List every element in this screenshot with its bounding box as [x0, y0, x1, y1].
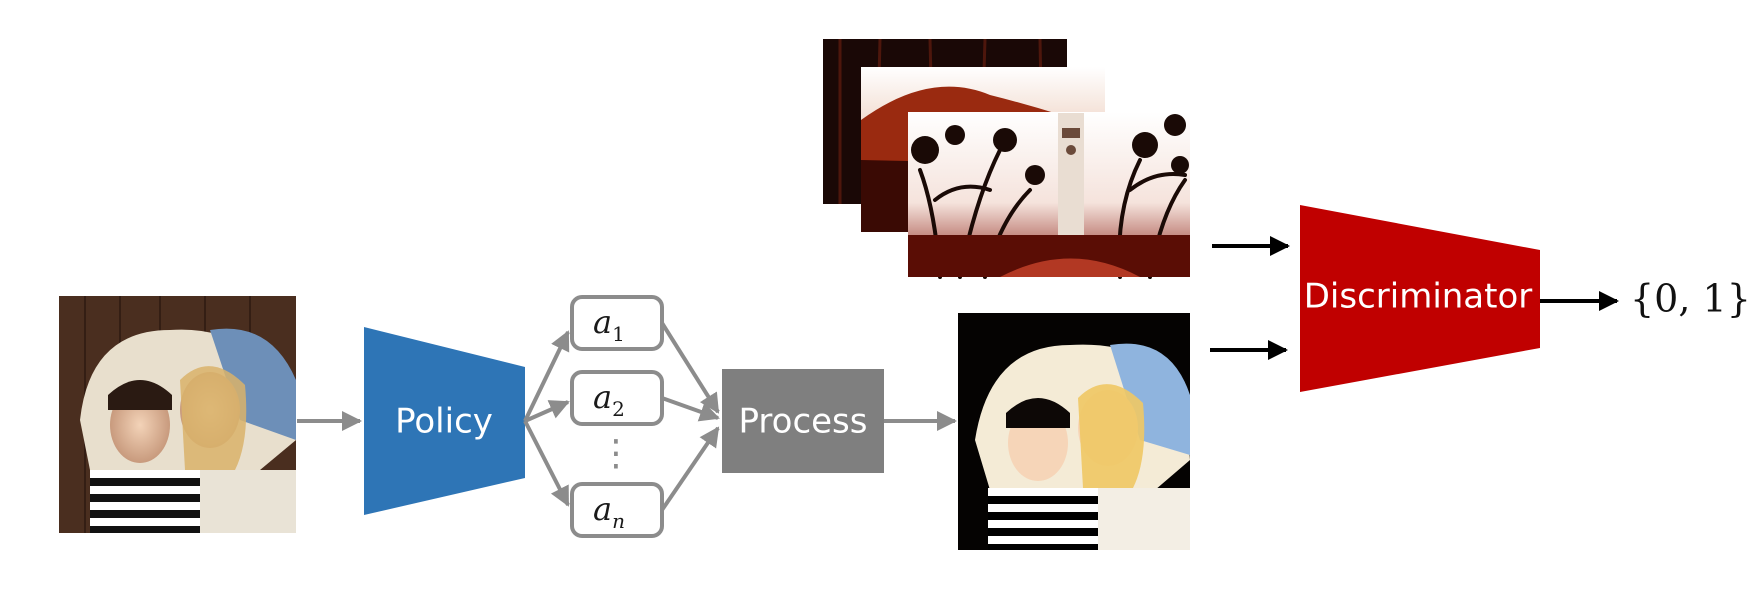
input-photo — [59, 296, 296, 533]
discriminator-label: Discriminator — [1304, 277, 1533, 317]
action-item: a2 — [570, 370, 664, 426]
process-block: Process — [722, 369, 884, 473]
action-symbol: a — [593, 303, 612, 341]
svg-text:a2: a2 — [593, 378, 625, 421]
policy-block: Policy — [364, 327, 525, 515]
policy-label: Policy — [395, 402, 493, 442]
discriminator-output-label: {0, 1} — [1630, 277, 1751, 321]
action-list: a1 a2 ⋮ an — [570, 295, 664, 538]
reference-photo — [908, 112, 1190, 279]
action-item: a1 — [570, 295, 664, 351]
output-photo — [958, 313, 1190, 550]
action-subscript: 1 — [612, 322, 625, 346]
svg-text:a1: a1 — [593, 303, 625, 346]
action-symbol: a — [593, 378, 612, 416]
action-symbol: a — [593, 490, 612, 528]
action-item: an — [570, 482, 664, 538]
discriminator-block: Discriminator — [1300, 205, 1540, 392]
svg-text:an: an — [593, 490, 625, 533]
actions-ellipsis: ⋮ — [598, 433, 634, 474]
action-subscript: n — [612, 509, 625, 533]
action-subscript: 2 — [612, 397, 625, 421]
actions-to-process-arrows — [660, 321, 720, 512]
reference-photo-stack — [823, 38, 1190, 279]
process-label: Process — [739, 402, 868, 442]
policy-to-actions-arrows — [523, 330, 570, 507]
